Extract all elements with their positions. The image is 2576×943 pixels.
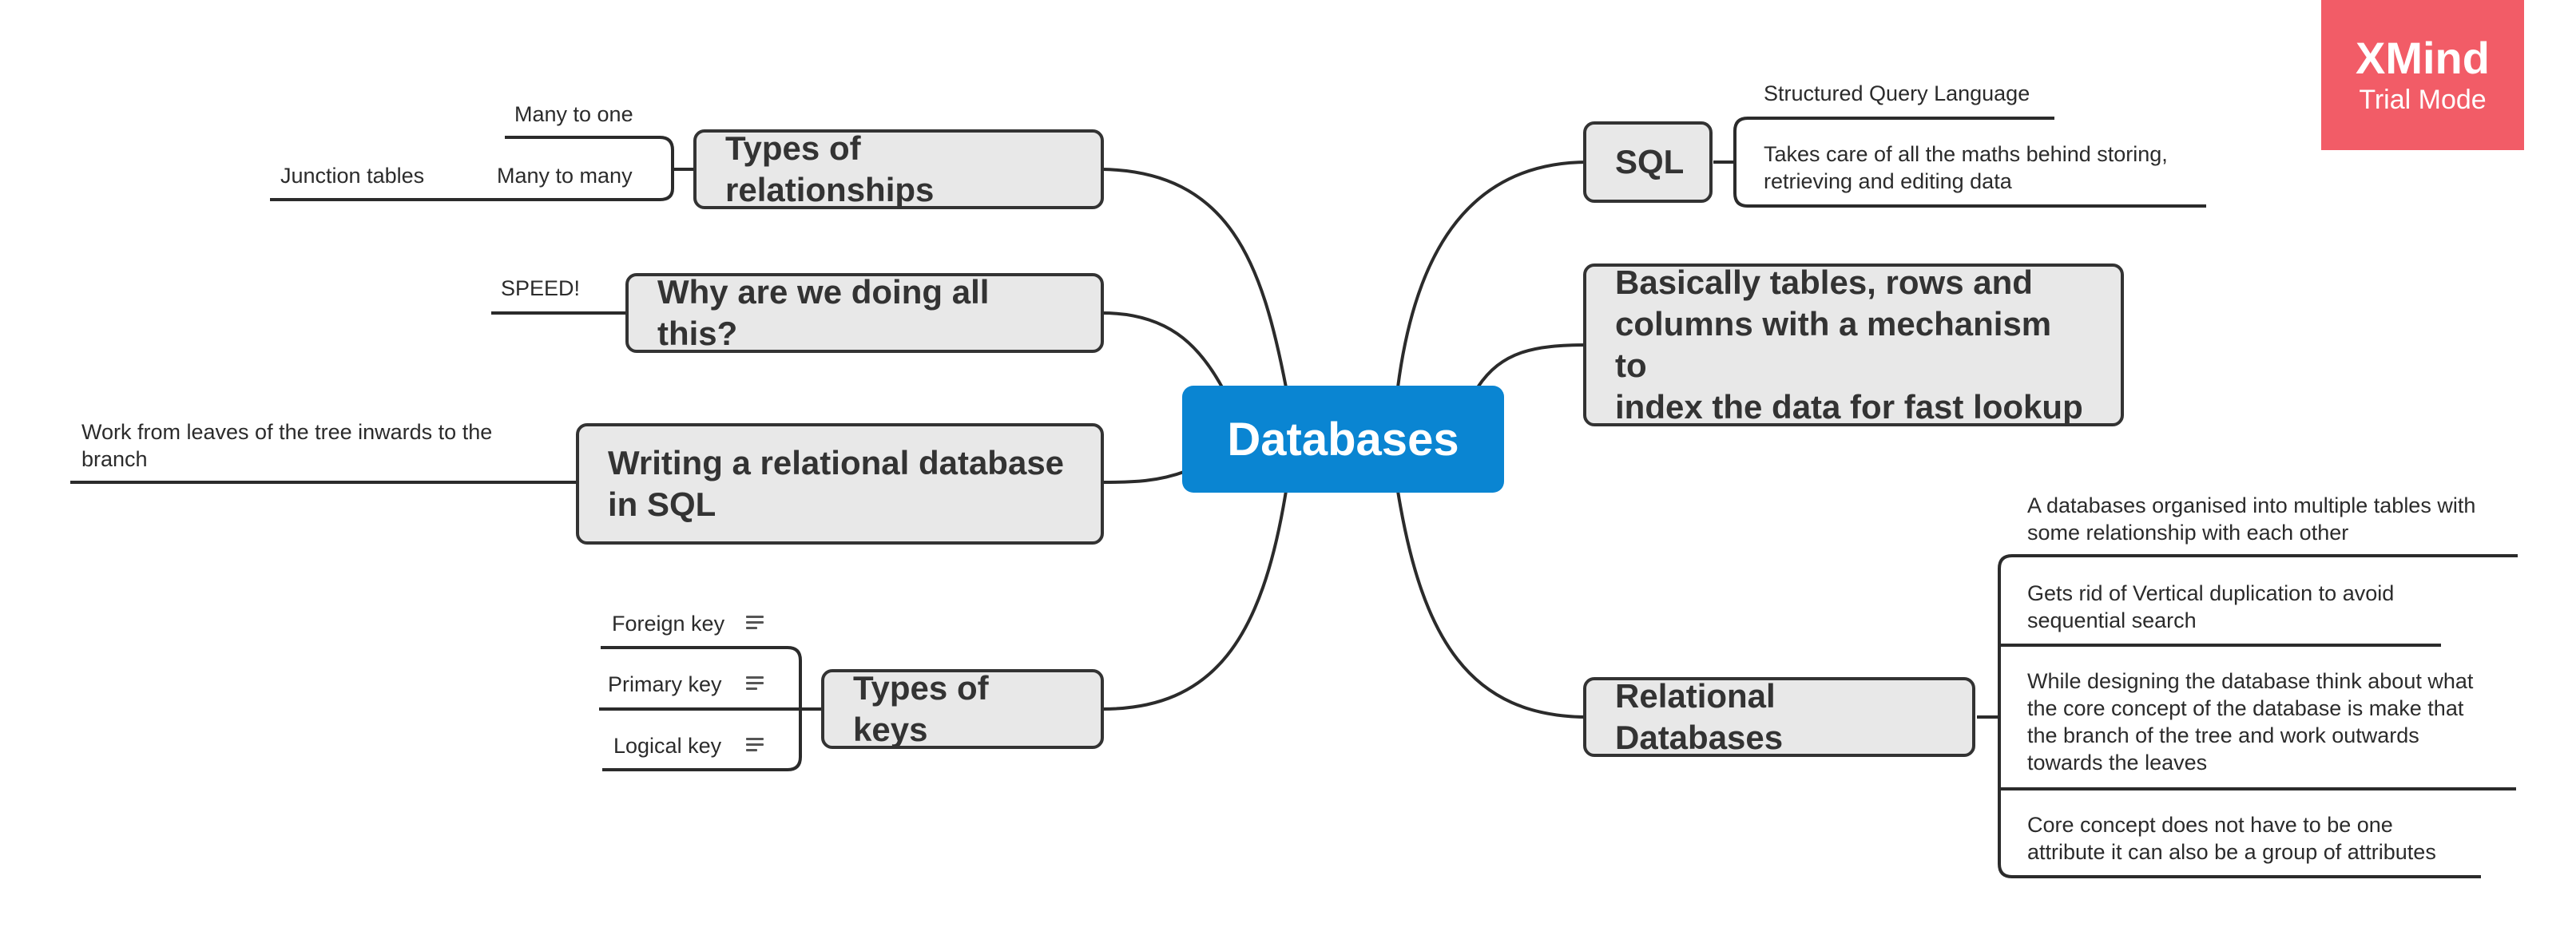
subtopic-speed[interactable]: SPEED!: [501, 275, 580, 302]
subtopic-label: Many to many: [497, 164, 633, 188]
subtopic-many-to-many[interactable]: Many to many: [497, 162, 633, 189]
subtopic-label: Junction tables: [280, 164, 425, 188]
subtopic-label-line-2: the core concept of the database is make…: [2027, 696, 2464, 720]
subtopic-databases-organised[interactable]: A databases organised into multiple tabl…: [2027, 492, 2475, 546]
subtopic-label-line-1: Core concept does not have to be one: [2027, 813, 2393, 837]
subtopic-label-line-2: sequential search: [2027, 608, 2197, 632]
subtopic-label-line-1: While designing the database think about…: [2027, 669, 2474, 693]
subtopic-logical-key[interactable]: Logical key: [613, 732, 721, 759]
subtopic-label: Primary key: [608, 672, 722, 696]
subtopic-label-line-2: attribute it can also be a group of attr…: [2027, 840, 2436, 864]
subtopic-label: Logical key: [613, 734, 722, 758]
subtopic-structured-query-language[interactable]: Structured Query Language: [1764, 80, 2030, 107]
central-topic-label: Databases: [1227, 413, 1459, 466]
subtopic-label-line-2: branch: [81, 447, 148, 471]
note-icon[interactable]: [746, 616, 764, 630]
subtopic-work-from-leaves[interactable]: Work from leaves of the tree inwards to …: [81, 418, 492, 473]
subtopic-label-line-2: some relationship with each other: [2027, 521, 2349, 545]
subtopic-vertical-duplication[interactable]: Gets rid of Vertical duplication to avoi…: [2027, 580, 2394, 634]
topic-label-line-2: columns with a mechanism to: [1615, 305, 2052, 384]
subtopic-label: Many to one: [514, 102, 633, 126]
subtopic-takes-care-of-maths[interactable]: Takes care of all the maths behind stori…: [1764, 141, 2168, 195]
topic-label: Types of relationships: [725, 129, 935, 208]
subtopic-label-line-3: the branch of the tree and work outwards: [2027, 723, 2419, 747]
badge-subtitle: Trial Mode: [2359, 85, 2487, 115]
note-icon[interactable]: [746, 676, 764, 691]
topic-label: Why are we doing all this?: [657, 273, 990, 352]
topic-label: Types of keys: [853, 669, 989, 748]
topic-label-line-1: Basically tables, rows and: [1615, 263, 2033, 301]
subtopic-junction-tables[interactable]: Junction tables: [280, 162, 424, 189]
topic-label: SQL: [1615, 143, 1685, 180]
subtopic-core-concept-design[interactable]: While designing the database think about…: [2027, 668, 2473, 776]
subtopic-label-line-1: A databases organised into multiple tabl…: [2027, 493, 2476, 517]
topic-types-of-keys[interactable]: Types of keys: [821, 669, 1104, 749]
subtopic-many-to-one[interactable]: Many to one: [514, 101, 633, 128]
topic-sql[interactable]: SQL: [1583, 121, 1713, 203]
subtopic-core-concept-attributes[interactable]: Core concept does not have to be one att…: [2027, 811, 2436, 866]
subtopic-label-line-2: retrieving and editing data: [1764, 169, 2012, 193]
subtopic-label-line-4: towards the leaves: [2027, 751, 2208, 775]
topic-label-line-1: Writing a relational database: [608, 444, 1065, 481]
subtopic-label-line-1: Work from leaves of the tree inwards to …: [81, 420, 493, 444]
subtopic-label: Structured Query Language: [1764, 81, 2030, 105]
topic-label: Relational Databases: [1615, 677, 1784, 756]
topic-writing-relational-database[interactable]: Writing a relational database in SQL: [576, 423, 1104, 545]
badge-title: XMind: [2356, 33, 2490, 83]
central-topic[interactable]: Databases: [1182, 386, 1504, 493]
subtopic-primary-key[interactable]: Primary key: [608, 671, 722, 698]
topic-types-of-relationships[interactable]: Types of relationships: [693, 129, 1104, 209]
topic-relational-databases[interactable]: Relational Databases: [1583, 677, 1975, 757]
subtopic-foreign-key[interactable]: Foreign key: [612, 610, 724, 637]
subtopic-label: SPEED!: [501, 276, 581, 300]
trial-mode-badge[interactable]: XMind Trial Mode: [2321, 0, 2524, 150]
topic-basically-tables[interactable]: Basically tables, rows and columns with …: [1583, 263, 2124, 426]
note-icon[interactable]: [746, 738, 764, 752]
subtopic-label-line-1: Takes care of all the maths behind stori…: [1764, 142, 2168, 166]
subtopic-label-line-1: Gets rid of Vertical duplication to avoi…: [2027, 581, 2395, 605]
topic-why-are-we-doing-all-this[interactable]: Why are we doing all this?: [625, 273, 1104, 353]
subtopic-label: Foreign key: [612, 612, 725, 636]
topic-label-line-3: index the data for fast lookup: [1615, 388, 2083, 426]
topic-label-line-2: in SQL: [608, 485, 716, 523]
